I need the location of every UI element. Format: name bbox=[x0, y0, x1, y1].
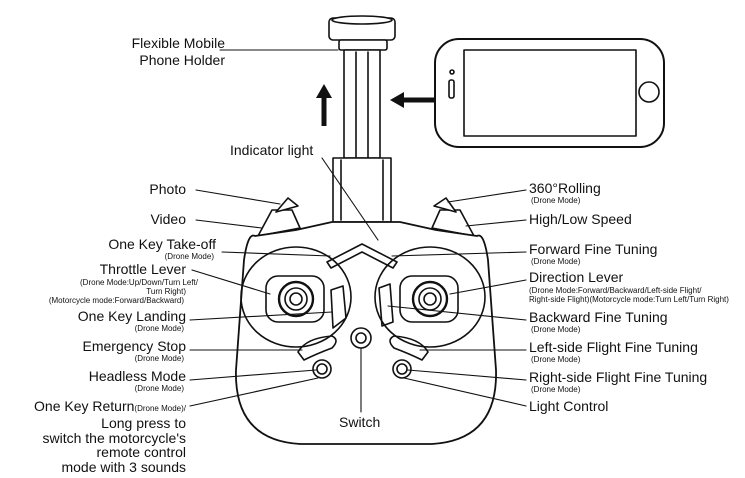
phone-holder bbox=[328, 15, 396, 223]
emergency-stop-button bbox=[297, 335, 337, 361]
forward-fine-tuning-mode: (Drone Mode) bbox=[531, 257, 581, 266]
direction-trim-button bbox=[378, 283, 394, 327]
headless-mode-mode: (Drone Mode) bbox=[134, 384, 184, 393]
headless-mode-label: Headless Mode bbox=[88, 368, 186, 384]
leader-lines bbox=[189, 49, 527, 413]
one-key-return-button bbox=[312, 359, 332, 379]
high-low-speed-label: High/Low Speed bbox=[529, 211, 632, 227]
throttle-lever-label: Throttle Lever bbox=[99, 261, 186, 277]
rolling-360-label: 360°Rolling bbox=[529, 180, 601, 196]
direction-lever-note-2: Right-side Flight)(Motorcycle mode:Turn … bbox=[529, 295, 729, 304]
throttle-lever-note-1: (Drone Mode:Up/Down/Turn Left/ bbox=[80, 278, 198, 287]
left-side-flight-button bbox=[389, 335, 429, 361]
direction-lever-label: Direction Lever bbox=[529, 269, 624, 285]
left-arrow-icon bbox=[390, 92, 434, 108]
one-key-landing-mode: (Drone Mode) bbox=[134, 324, 184, 333]
backward-fine-tuning-mode: (Drone Mode) bbox=[531, 325, 581, 334]
photo-label: Photo bbox=[149, 181, 186, 197]
throttle-lever-note-3: (Motorcycle mode:Forward/Backward) bbox=[48, 296, 184, 305]
right-side-flight-mode: (Drone Mode) bbox=[531, 385, 581, 394]
left-side-flight-mode: (Drone Mode) bbox=[531, 355, 581, 364]
video-label: Video bbox=[150, 211, 186, 227]
light-control-button bbox=[392, 359, 412, 379]
direction-lever-note-1: (Drone Mode:Forward/Backward/Left-side F… bbox=[529, 286, 702, 295]
controller-body bbox=[235, 221, 497, 445]
throttle-lever-note-2: Turn Right) bbox=[146, 287, 186, 296]
mobile-phone-icon bbox=[434, 38, 665, 148]
one-key-takeoff-mode: (Drone Mode) bbox=[164, 252, 214, 261]
switch-label: Switch bbox=[339, 414, 381, 430]
backward-fine-tuning-label: Backward Fine Tuning bbox=[529, 309, 668, 325]
one-key-landing-label: One Key Landing bbox=[77, 308, 186, 324]
throttle-lever bbox=[240, 246, 352, 348]
indicator-light bbox=[326, 243, 398, 269]
indicator-light-label: Indicator light bbox=[230, 142, 314, 158]
one-key-return-label: One Key Return(Drone Mode)/ Long press t… bbox=[34, 398, 186, 475]
emergency-stop-mode: (Drone Mode) bbox=[134, 354, 184, 363]
rolling-360-mode: (Drone Mode) bbox=[531, 196, 581, 205]
up-arrow-icon bbox=[316, 84, 332, 126]
right-side-flight-label: Right-side Flight Fine Tuning bbox=[529, 369, 708, 385]
forward-fine-tuning-label: Forward Fine Tuning bbox=[529, 241, 658, 257]
light-control-label: Light Control bbox=[529, 398, 609, 414]
left-side-flight-label: Left-side Flight Fine Tuning bbox=[529, 339, 698, 355]
emergency-stop-label: Emergency Stop bbox=[82, 338, 187, 354]
phone-holder-label: Flexible Mobile Phone Holder bbox=[131, 35, 225, 68]
one-key-takeoff-label: One Key Take-off bbox=[108, 236, 216, 252]
one-key-landing-button bbox=[330, 285, 347, 329]
